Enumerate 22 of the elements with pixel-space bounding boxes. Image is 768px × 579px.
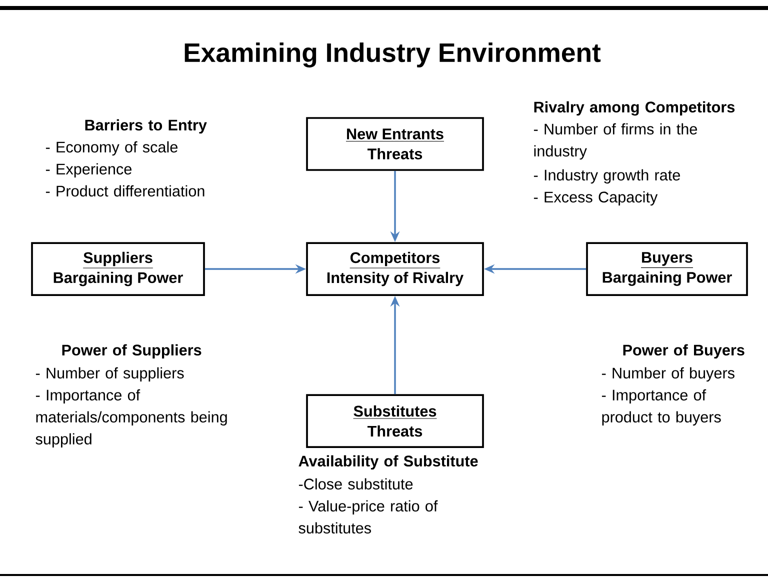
heading: Power of Buyers [623,344,744,359]
process-box: Buyers Bargaining Power [586,242,748,296]
list-item: - Industry growth rate [534,169,680,184]
heading: Power of Suppliers [62,344,202,359]
list-item: - Excess Capacity [534,191,658,206]
title: Examining Industry Environment [184,42,601,68]
list-item: - Importance of product to buyers [602,389,721,426]
process-box: Competitors Intensity of Rivalry [306,242,484,296]
list-item: - Experience [46,163,132,178]
list-item: -Close substitute [298,478,413,490]
list-item: - Number of suppliers [36,367,184,382]
list-item: - Economy of scale [46,141,178,156]
list-item: - Value-price ratio of substitutes [298,500,438,534]
heading: Rivalry among Competitors [534,101,735,116]
list-item: - Product differentiation [46,185,204,197]
process-box: New Entrants Threats [306,117,484,171]
heading: Barriers to Entry [85,119,207,134]
process-box: Suppliers Bargaining Power [31,242,205,296]
list-item: - Importance of materials/components being supplied [36,389,227,448]
list-item: - Number of firms in the industry [534,123,697,160]
process-box: Substitutes Threats [306,394,484,448]
list-item: - Number of buyers [602,367,734,382]
